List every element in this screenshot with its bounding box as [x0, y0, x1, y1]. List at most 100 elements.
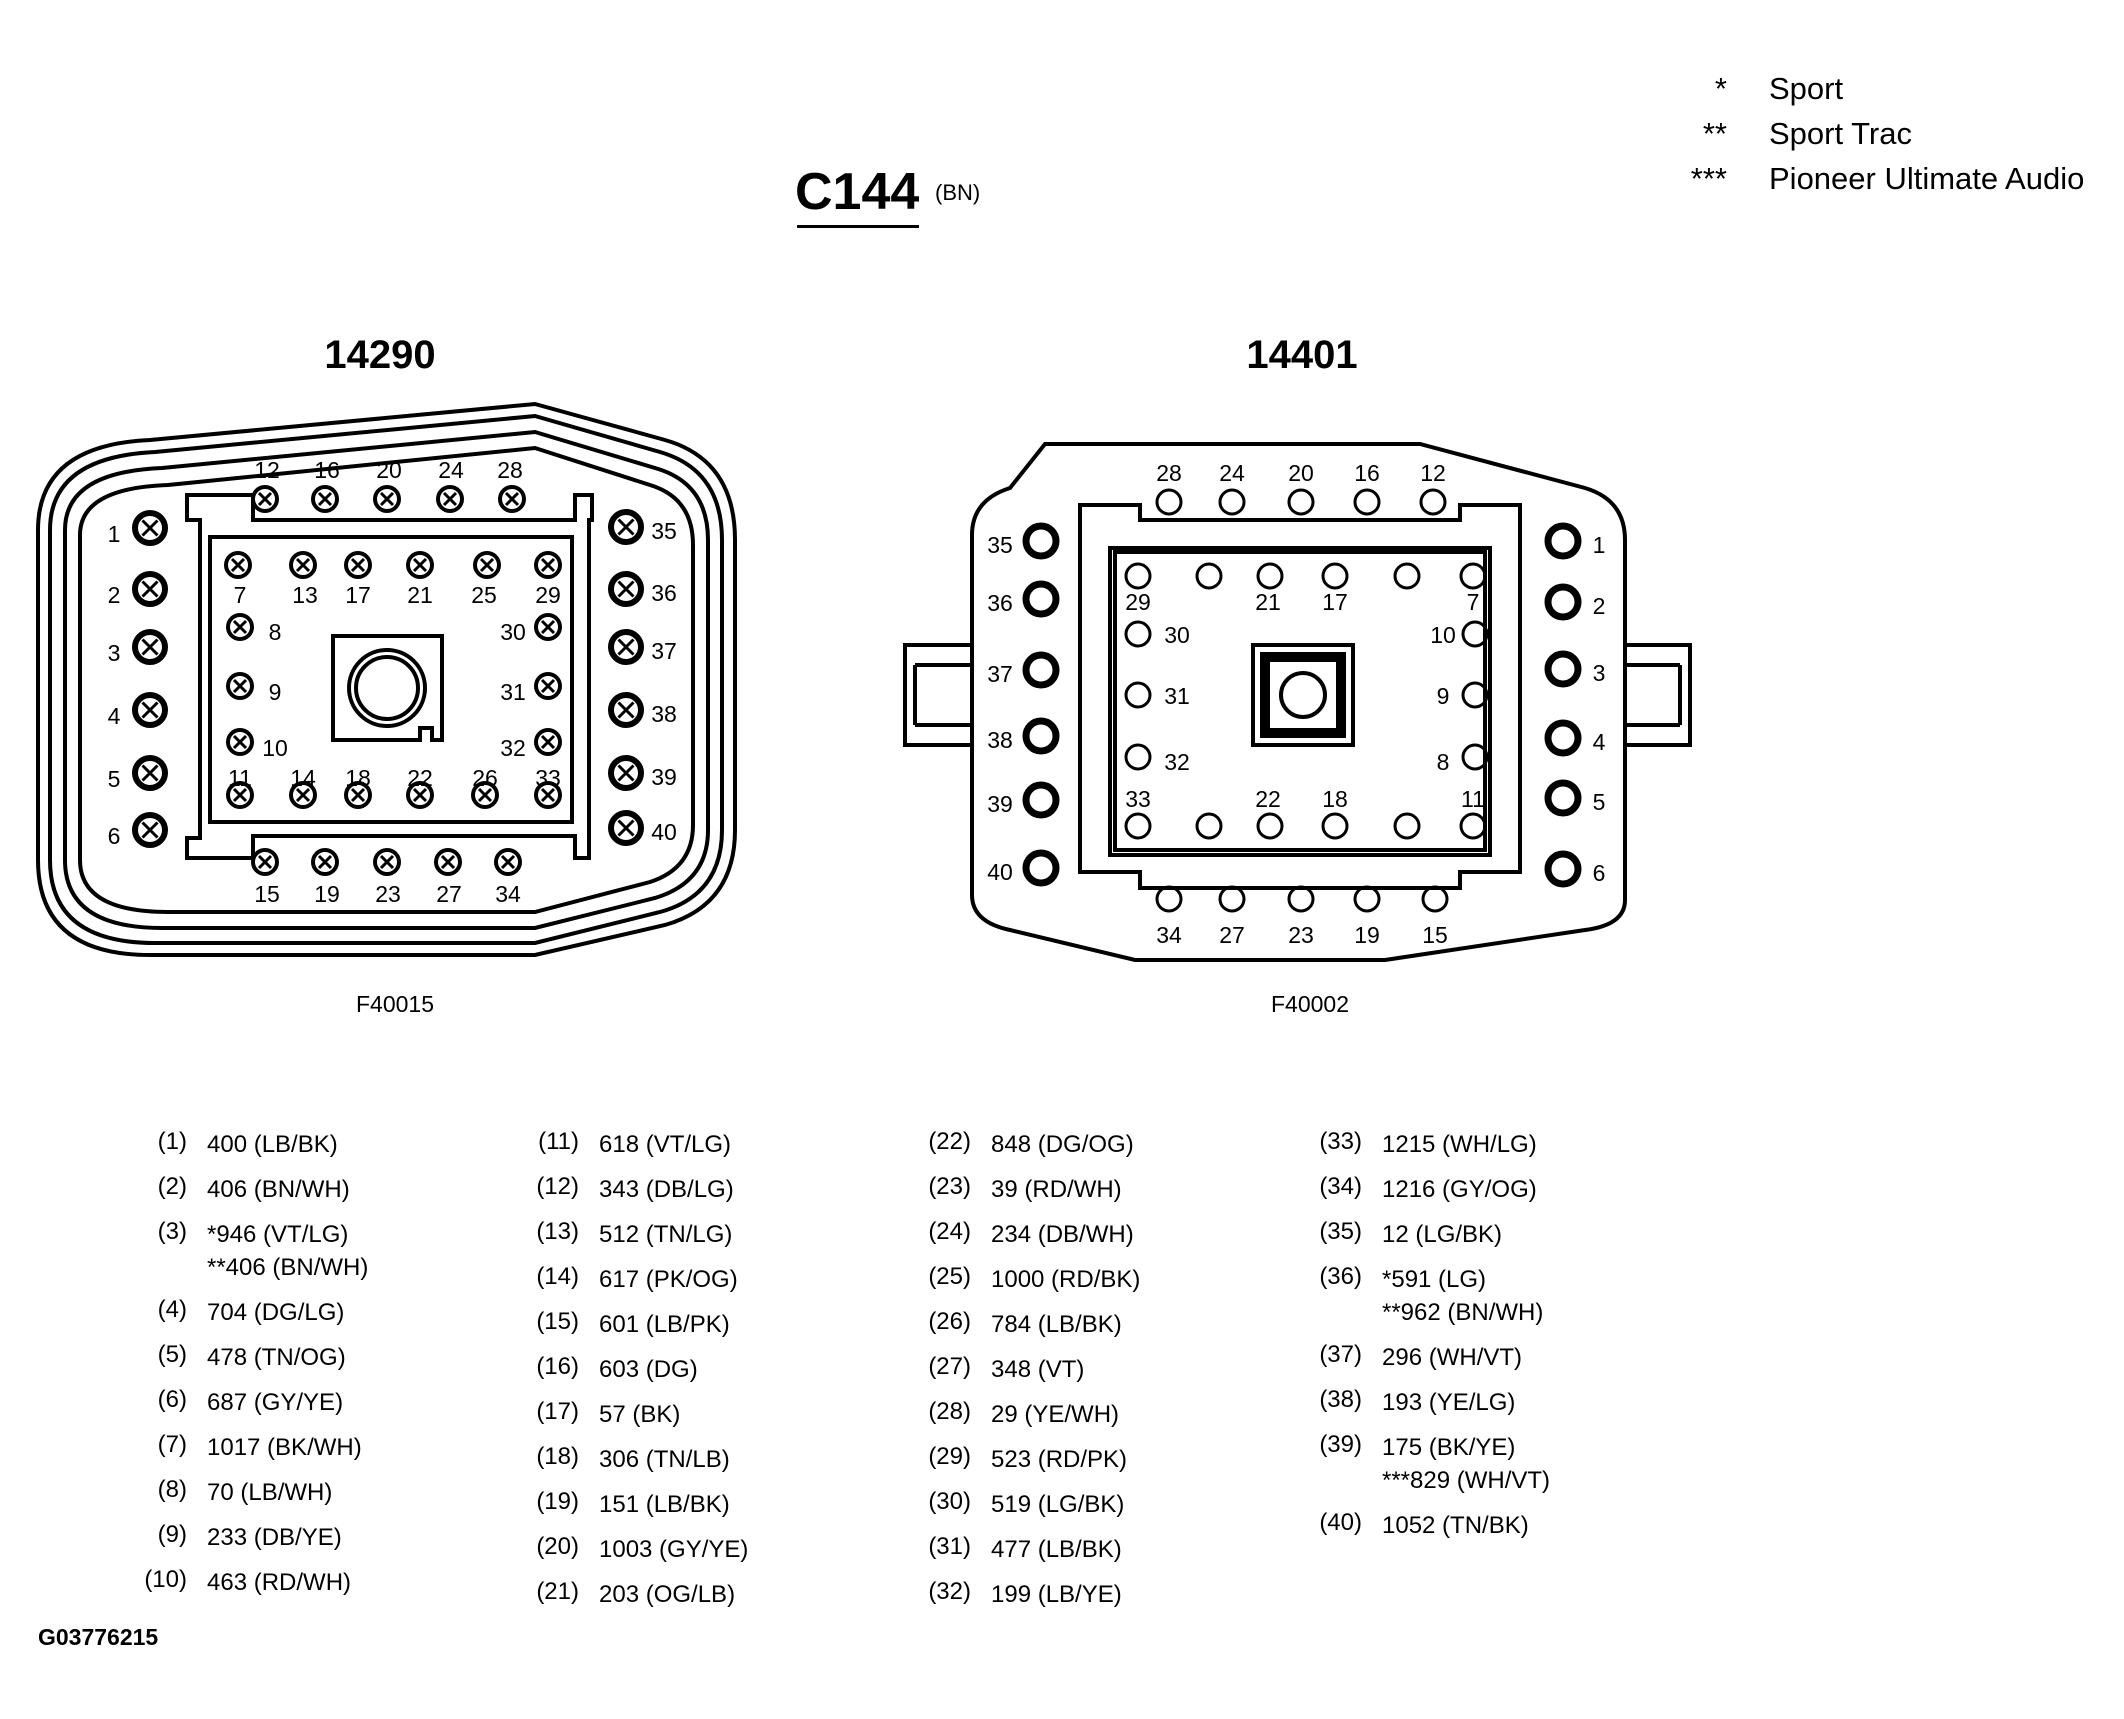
pin-entry: (31) 477 (LB/BK) [919, 1533, 1140, 1566]
pin-27-cavity: 27 [434, 848, 462, 907]
pin-24-cavity: 24 [436, 457, 464, 513]
pin-12-label: 12 [254, 457, 280, 483]
pin-entry: (33)1215 (WH/LG) [1310, 1128, 1550, 1161]
pin-23-cavity: 23 [1287, 885, 1315, 948]
pin-17-cavity: 17 [344, 551, 372, 608]
pin-39-label: 39 [651, 764, 677, 790]
pin-36-cavity: 36 [987, 580, 1060, 618]
pin-23-cavity: 23 [373, 848, 401, 907]
pin-number: (12) [536, 1173, 579, 1200]
pin-entry: (21)203 (OG/LB) [527, 1578, 748, 1611]
pin-36-label: 36 [987, 590, 1013, 616]
pin-21-cavity: 21 [1255, 562, 1284, 615]
pin-number: (9) [157, 1521, 187, 1548]
pin-3-cavity: 3 [1544, 650, 1606, 688]
pin-number: (36) [1319, 1263, 1362, 1290]
pin-number: (22) [928, 1128, 971, 1155]
pin-entry: (36)*591 (LG)**962 (BN/WH) [1310, 1263, 1550, 1329]
pin-2-label: 2 [108, 582, 121, 608]
pin-19-label: 19 [314, 881, 340, 907]
pin-entry: (1)400 (LB/BK) [135, 1128, 368, 1161]
pin-4-cavity: 4 [108, 692, 168, 729]
pin-19-cavity: 19 [311, 848, 340, 907]
empty-cavity [1393, 562, 1421, 590]
pin-20-cavity: 20 [1287, 460, 1315, 516]
pin-circuits: 687 (GY/YE) [207, 1386, 343, 1419]
circuit-label: **406 (BN/WH) [207, 1254, 369, 1281]
pin-entry: (22)848 (DG/OG) [919, 1128, 1140, 1161]
pin-circuits: 57 (BK) [599, 1398, 680, 1431]
pin-5-label: 5 [1593, 789, 1606, 815]
pin-7-cavity: 7 [1459, 562, 1487, 615]
pin-entry: (37)296 (WH/VT) [1310, 1341, 1550, 1374]
pin-table-column-2: (11)618 (VT/LG)(12)343 (DB/LG)(13)512 (T… [527, 1128, 748, 1623]
pin-number: (18) [536, 1443, 579, 1470]
pin-6-label: 6 [108, 823, 121, 849]
pin-entry: (29)523 (RD/PK) [919, 1443, 1140, 1476]
pin-circuits: 512 (TN/LG) [599, 1218, 732, 1251]
pin-33-label: 33 [1125, 786, 1151, 812]
circuit-label: 1000 (RD/BK) [991, 1266, 1141, 1293]
pin-24-label: 24 [1219, 460, 1245, 486]
pin-30-cavity: 30 [500, 613, 562, 645]
pin-entry: (10)463 (RD/WH) [135, 1566, 368, 1599]
legend-mark: ** [1702, 115, 1727, 151]
pin-number: (11) [538, 1128, 579, 1155]
pin-entry: (26)784 (LB/BK) [919, 1308, 1140, 1341]
pin-4-label: 4 [1593, 729, 1606, 755]
right-connector-number: 14401 [1246, 333, 1357, 377]
pin-7-cavity: 7 [224, 551, 252, 608]
circuit-label: *591 (LG) [1382, 1266, 1487, 1293]
pin-entry: (28) 29 (YE/WH) [919, 1398, 1140, 1431]
circuit-label: 234 (DB/WH) [991, 1221, 1134, 1248]
circuit-label: *946 (VT/LG) [207, 1221, 349, 1248]
pin-circuits: 463 (RD/WH) [207, 1566, 351, 1599]
circuit-label: 523 (RD/PK) [991, 1446, 1128, 1473]
pin-number: (31) [928, 1533, 971, 1560]
pin-number: (28) [928, 1398, 971, 1425]
title-underline [797, 225, 919, 228]
pin-3-cavity: 3 [108, 629, 168, 666]
pin-39-label: 39 [987, 791, 1013, 817]
pin-29-cavity: 29 [1124, 562, 1152, 615]
pin-entry: (20)1003 (GY/YE) [527, 1533, 748, 1566]
pin-circuits: 29 (YE/WH) [991, 1398, 1119, 1431]
circuit-label: 477 (LB/BK) [991, 1536, 1122, 1563]
pin-31-label: 31 [500, 679, 526, 705]
pin-circuits: 1215 (WH/LG) [1382, 1128, 1537, 1161]
pin-22-cavity: 22 [1255, 786, 1284, 840]
pin-circuits: 519 (LG/BK) [991, 1488, 1124, 1521]
pin-22-cavity: 22 [406, 765, 434, 809]
pin-entry: (13)512 (TN/LG) [527, 1218, 748, 1251]
empty-cavity [1195, 562, 1223, 590]
pin-27-label: 27 [1219, 922, 1245, 948]
circuit-label: 406 (BN/WH) [207, 1176, 350, 1203]
pin-16-label: 16 [314, 457, 340, 483]
pin-8-cavity: 8 [1437, 743, 1489, 775]
pin-9-label: 9 [1437, 683, 1450, 709]
circuit-label: 348 (VT) [991, 1356, 1085, 1383]
circuit-label: 203 (OG/LB) [599, 1581, 736, 1608]
pin-31-cavity: 31 [500, 672, 562, 705]
pin-number: (24) [928, 1218, 971, 1245]
pin-circuits: 233 (DB/YE) [207, 1521, 342, 1554]
circuit-label: 478 (TN/OG) [207, 1344, 346, 1371]
circuit-label: 1017 (BK/WH) [207, 1434, 362, 1461]
pin-5-cavity: 5 [108, 755, 168, 792]
pin-entry: (2)406 (BN/WH) [135, 1173, 368, 1206]
pin-table-column-4: (33)1215 (WH/LG)(34)1216 (GY/OG)(35)12 (… [1310, 1128, 1550, 1554]
pin-3-label: 3 [1593, 660, 1606, 686]
pin-6-cavity: 6 [1544, 850, 1605, 888]
pin-number: (17) [536, 1398, 579, 1425]
pin-circuits: 478 (TN/OG) [207, 1341, 346, 1374]
pin-entry: (39)175 (BK/YE)***829 (WH/VT) [1310, 1431, 1550, 1497]
circuit-label: 306 (TN/LB) [599, 1446, 730, 1473]
pin-2-label: 2 [1593, 593, 1606, 619]
circuit-label: 618 (VT/LG) [599, 1131, 732, 1158]
pin-circuits: 70 (LB/WH) [207, 1476, 332, 1509]
pin-5-label: 5 [108, 766, 121, 792]
pin-32-label: 32 [500, 735, 526, 761]
pin-8-label: 8 [269, 619, 282, 645]
pin-entry: (17) 57 (BK) [527, 1398, 748, 1431]
